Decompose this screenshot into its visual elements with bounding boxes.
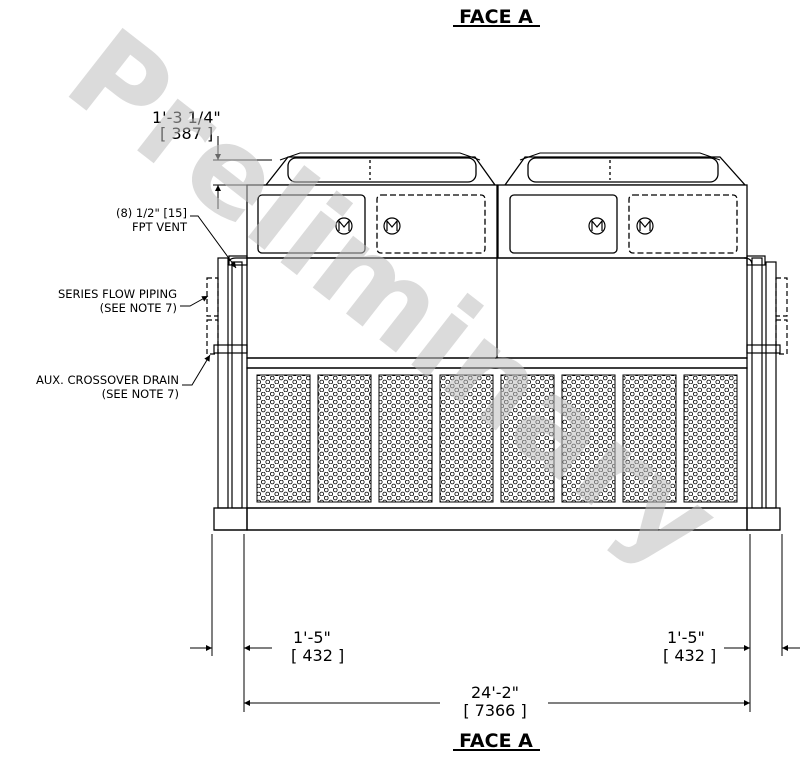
- series-note-line2: (SEE NOTE 7): [100, 301, 177, 315]
- overall-dim-ft: 24'-2": [471, 683, 519, 702]
- louver-panels: [256, 374, 738, 503]
- logo-icon: [383, 217, 401, 235]
- left-dim-ft: 1'-5": [293, 628, 331, 647]
- series-note-line1: SERIES FLOW PIPING: [58, 287, 177, 301]
- callout-notes: (8) 1/2" [15] FPT VENT SERIES FLOW PIPIN…: [36, 206, 188, 401]
- right-dim-ft: 1'-5": [667, 628, 705, 647]
- vent-note-line1: (8) 1/2" [15]: [116, 206, 187, 220]
- height-dim-mm: [ 387 ]: [160, 124, 213, 143]
- dimension-lines: [190, 136, 800, 712]
- left-dim-mm: [ 432 ]: [291, 646, 344, 665]
- overall-dim-mm: [ 7366 ]: [463, 701, 526, 720]
- logo-icon: [588, 217, 606, 235]
- fan-shroud-right: [503, 156, 747, 186]
- right-dim-mm: [ 432 ]: [663, 646, 716, 665]
- aux-note-line1: AUX. CROSSOVER DRAIN: [36, 373, 179, 387]
- dimension-labels: 1'-3 1/4" [ 387 ] 1'-5" [ 432 ] 1'-5" [ …: [152, 108, 716, 720]
- leader-lines: [180, 215, 237, 386]
- title-bottom: FACE A: [459, 730, 533, 752]
- manufacturer-logo-icons: [335, 217, 654, 235]
- unit-body: [213, 152, 781, 531]
- aux-note-line2: (SEE NOTE 7): [102, 387, 179, 401]
- logo-icon: [636, 217, 654, 235]
- title-top: FACE A: [459, 6, 533, 28]
- logo-icon: [335, 217, 353, 235]
- piping: [206, 255, 788, 509]
- vent-note-line2: FPT VENT: [132, 220, 188, 234]
- height-dim-ft: 1'-3 1/4": [152, 108, 221, 127]
